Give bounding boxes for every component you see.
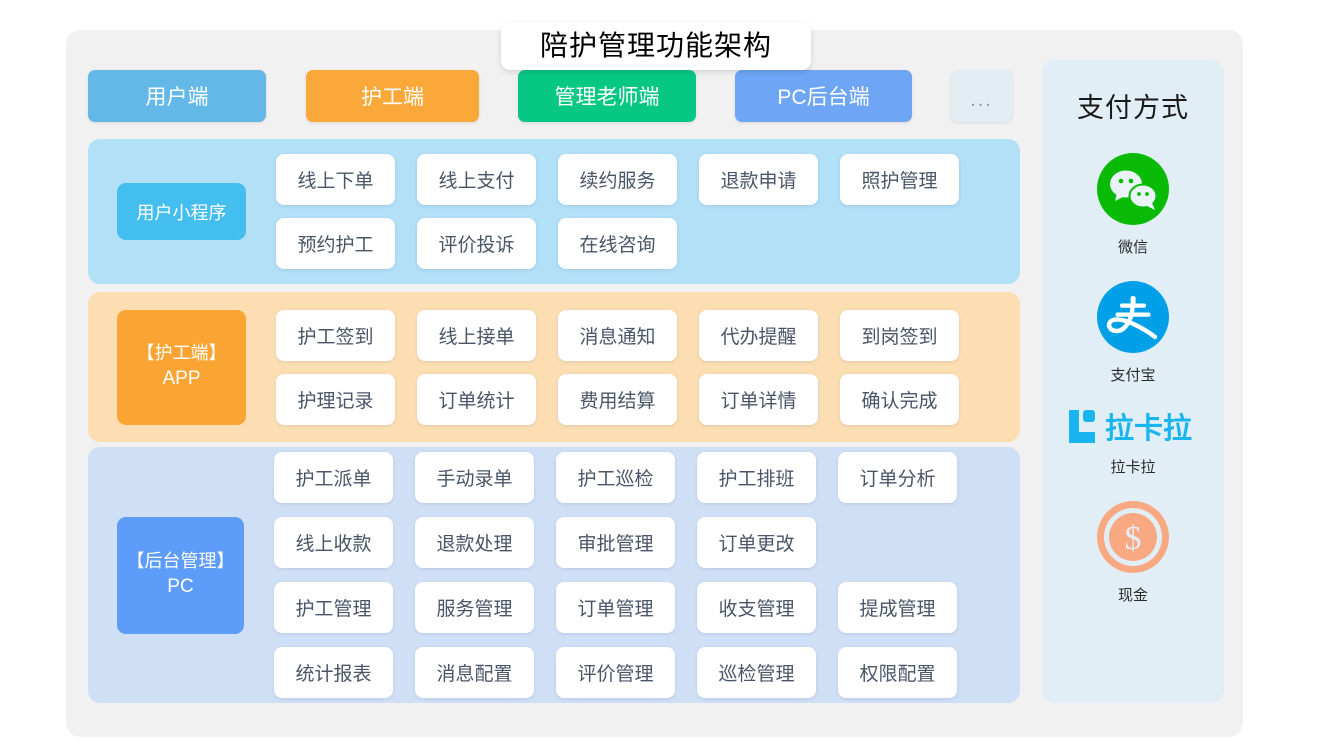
tab-pc-backend-label: PC后台端 <box>777 86 870 109</box>
payment-method-alipay-label: 支付宝 <box>1110 367 1156 384</box>
payment-method-cash[interactable]: $ 现金 <box>1095 499 1171 605</box>
wechat-icon <box>1095 151 1171 227</box>
feature-chip[interactable]: 评价管理 <box>556 647 675 698</box>
payment-method-lakala-label: 拉卡拉 <box>1110 459 1156 476</box>
payment-method-wechat-label: 微信 <box>1117 239 1148 256</box>
feature-chip[interactable]: 护工签到 <box>276 309 395 361</box>
tab-user-client-label: 用户端 <box>145 86 209 109</box>
section-user-miniprogram: 用户小程序 线上下单 线上支付 续约服务 退款申请 照护管理 预约护工 评价投诉… <box>88 139 1020 284</box>
feature-chip[interactable]: 线上支付 <box>417 154 536 205</box>
client-tab-row: 用户端 护工端 管理老师端 PC后台端 ... <box>88 70 1028 122</box>
feature-chip[interactable]: 护工排班 <box>697 452 816 503</box>
feature-chip[interactable]: 收支管理 <box>697 582 816 633</box>
feature-chip[interactable]: 权限配置 <box>838 647 957 698</box>
feature-chip[interactable]: 在线咨询 <box>558 218 677 269</box>
section-pc-backend-label: 【后台管理】 PC <box>117 516 244 634</box>
feature-chip[interactable]: 续约服务 <box>558 154 677 205</box>
feature-chip[interactable]: 订单管理 <box>556 582 675 633</box>
cash-icon: $ <box>1095 499 1171 575</box>
tab-caregiver-client[interactable]: 护工端 <box>306 70 479 122</box>
tab-user-client[interactable]: 用户端 <box>88 70 266 122</box>
feature-chip[interactable]: 消息通知 <box>558 309 677 361</box>
tab-more[interactable]: ... <box>951 70 1012 122</box>
payment-method-cash-label: 现金 <box>1117 587 1148 604</box>
feature-chip[interactable]: 确认完成 <box>840 373 959 425</box>
feature-chip[interactable]: 护工管理 <box>274 582 393 633</box>
section-pc-backend-label-line2: PC <box>167 576 194 598</box>
feature-chip[interactable]: 评价投诉 <box>417 218 536 269</box>
section-pc-backend-label-line1: 【后台管理】 <box>126 551 235 572</box>
feature-chip[interactable]: 护理记录 <box>276 373 395 425</box>
feature-chip[interactable]: 费用结算 <box>558 373 677 425</box>
payment-method-alipay[interactable]: 支付宝 <box>1095 279 1171 385</box>
feature-chip-empty <box>838 517 957 568</box>
feature-chip[interactable]: 照护管理 <box>840 154 959 205</box>
payment-methods-panel: 支付方式 微信 <box>1042 60 1224 703</box>
feature-chip[interactable]: 统计报表 <box>274 647 393 698</box>
tab-pc-backend[interactable]: PC后台端 <box>735 70 912 122</box>
feature-chip[interactable]: 退款处理 <box>415 517 534 568</box>
section-caregiver-app-label-line1: 【护工端】 <box>136 343 227 364</box>
section-caregiver-app-label: 【护工端】 APP <box>117 309 246 425</box>
tab-manager-client-label: 管理老师端 <box>554 86 660 109</box>
feature-chip[interactable]: 订单更改 <box>697 517 816 568</box>
section-user-miniprogram-features: 线上下单 线上支付 续约服务 退款申请 照护管理 预约护工 评价投诉 在线咨询 <box>246 154 1021 269</box>
feature-chip[interactable]: 预约护工 <box>276 218 395 269</box>
tab-caregiver-client-label: 护工端 <box>361 86 424 109</box>
feature-chip[interactable]: 订单分析 <box>838 452 957 503</box>
feature-chip[interactable]: 审批管理 <box>556 517 675 568</box>
section-caregiver-app: 【护工端】 APP 护工签到 线上接单 消息通知 代办提醒 到岗签到 护理记录 … <box>88 292 1020 442</box>
feature-chip[interactable]: 手动录单 <box>415 452 534 503</box>
page-title: 陪护管理功能架构 <box>501 22 811 70</box>
payment-method-wechat[interactable]: 微信 <box>1095 151 1171 257</box>
feature-chip[interactable]: 巡检管理 <box>697 647 816 698</box>
feature-chip[interactable]: 线上接单 <box>417 309 536 361</box>
svg-text:拉卡拉: 拉卡拉 <box>1105 411 1192 445</box>
feature-chip[interactable]: 到岗签到 <box>840 309 959 361</box>
svg-text:$: $ <box>1125 520 1142 557</box>
section-user-miniprogram-label: 用户小程序 <box>117 183 246 240</box>
tab-manager-client[interactable]: 管理老师端 <box>518 70 696 122</box>
section-caregiver-app-label-line2: APP <box>162 368 201 390</box>
feature-chip[interactable]: 订单统计 <box>417 373 536 425</box>
feature-chip[interactable]: 护工巡检 <box>556 452 675 503</box>
feature-chip[interactable]: 护工派单 <box>274 452 393 503</box>
feature-chip[interactable]: 消息配置 <box>415 647 534 698</box>
feature-chip[interactable]: 代办提醒 <box>699 309 818 361</box>
payment-method-lakala[interactable]: 拉卡拉 拉卡拉 <box>1065 407 1201 477</box>
section-pc-backend-features: 护工派单 手动录单 护工巡检 护工排班 订单分析 线上收款 退款处理 审批管理 … <box>244 452 1019 698</box>
section-caregiver-app-features: 护工签到 线上接单 消息通知 代办提醒 到岗签到 护理记录 订单统计 费用结算 … <box>246 309 1021 425</box>
feature-chip[interactable]: 提成管理 <box>838 582 957 633</box>
feature-chip[interactable]: 退款申请 <box>699 154 818 205</box>
page-title-text: 陪护管理功能架构 <box>539 30 772 61</box>
tab-more-label: ... <box>970 89 993 111</box>
feature-chip[interactable]: 线上下单 <box>276 154 395 205</box>
section-user-miniprogram-label-line1: 用户小程序 <box>136 202 227 223</box>
alipay-icon <box>1095 279 1171 355</box>
section-pc-backend: 【后台管理】 PC 护工派单 手动录单 护工巡检 护工排班 订单分析 线上收款 … <box>88 447 1020 703</box>
feature-chip[interactable]: 服务管理 <box>415 582 534 633</box>
feature-chip[interactable]: 线上收款 <box>274 517 393 568</box>
feature-chip[interactable]: 订单详情 <box>699 373 818 425</box>
lakala-icon: 拉卡拉 <box>1065 407 1201 447</box>
payment-methods-title: 支付方式 <box>1077 93 1189 123</box>
